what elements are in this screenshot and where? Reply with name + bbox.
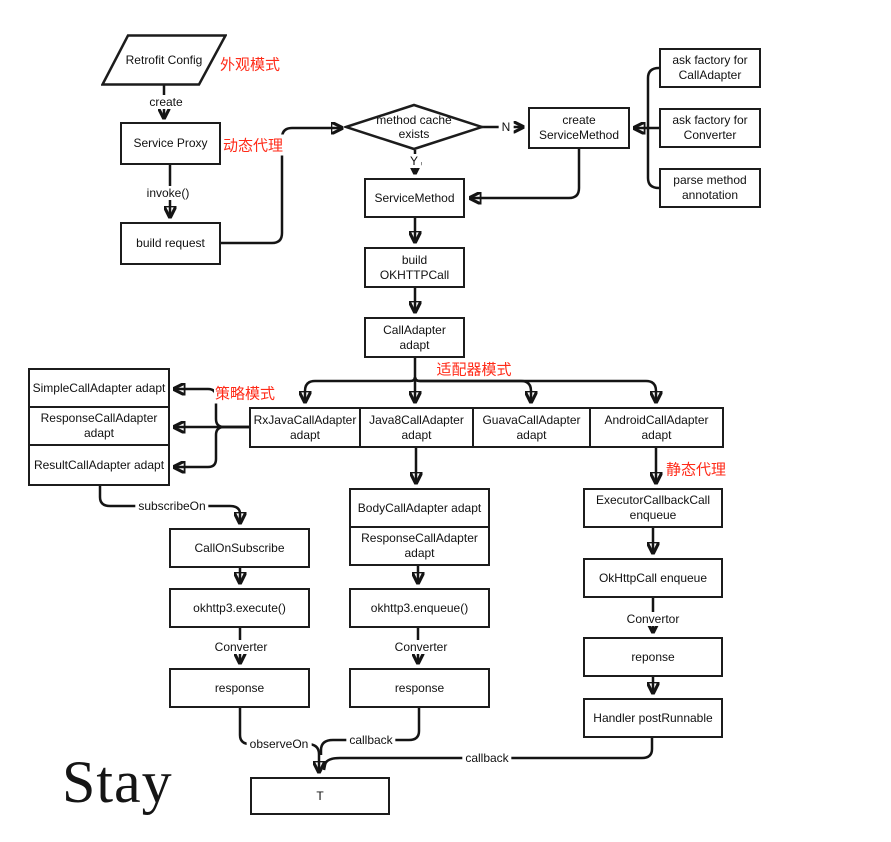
node-call-on-subscribe: CallOnSubscribe — [169, 528, 310, 568]
annotation-static-proxy: 静态代理 — [664, 458, 728, 480]
edge-label-invoke: invoke() — [143, 186, 193, 200]
node-okhttp3-enqueue: okhttp3.enqueue() — [349, 588, 490, 628]
edge-label-callback-mid: callback — [346, 733, 396, 747]
node-android-calladapter: AndroidCallAdapter adapt — [589, 407, 724, 448]
node-okhttp3-execute: okhttp3.execute() — [169, 588, 310, 628]
node-reponse: reponse — [583, 637, 723, 677]
node-guava-calladapter: GuavaCallAdapter adapt — [472, 407, 591, 448]
edge-label-converter-left: Converter — [211, 640, 271, 654]
node-create-service-method: create ServiceMethod — [528, 107, 630, 149]
node-simple-calladapter: SimpleCallAdapter adapt — [28, 368, 170, 408]
node-response-mid: response — [349, 668, 490, 708]
node-service-method: ServiceMethod — [364, 178, 465, 218]
node-ask-factory-converter: ask factory for Converter — [659, 108, 761, 148]
node-label: method cache exists — [376, 112, 452, 141]
edge-label-observeon: observeOn — [246, 737, 312, 751]
node-method-cache-exists: method cache exists — [344, 103, 484, 151]
node-okhttpcall-enqueue: OkHttpCall enqueue — [583, 558, 723, 598]
annotation-facade-pattern: 外观模式 — [218, 53, 282, 75]
annotation-adapter-pattern: 适配器模式 — [435, 358, 513, 380]
edge-label-create: create — [146, 95, 186, 109]
node-rxjava-calladapter: RxJavaCallAdapter adapt — [249, 407, 361, 448]
annotation-strategy-pattern: 策略模式 — [213, 382, 277, 404]
node-label: Retrofit Config — [125, 52, 203, 67]
edge-label-converter-mid: Converter — [391, 640, 451, 654]
node-build-okhttpcall: build OKHTTPCall — [364, 247, 465, 288]
node-parse-method-annotation: parse method annotation — [659, 168, 761, 208]
edge-label-n: N — [498, 120, 514, 134]
node-executor-callback-call: ExecutorCallbackCall enqueue — [583, 488, 723, 528]
edge-label-convertor: Convertor — [623, 612, 683, 626]
edge-label-y: Y — [406, 154, 422, 168]
watermark-stay: Stay — [62, 749, 173, 815]
node-java8-calladapter: Java8CallAdapter adapt — [359, 407, 474, 448]
node-ask-factory-calladapter: ask factory for CallAdapter — [659, 48, 761, 88]
node-t: T — [250, 777, 390, 815]
node-retrofit-config: Retrofit Config — [101, 34, 227, 86]
edge-label-callback-right: callback — [462, 751, 512, 765]
edge-label-subscribeon: subscribeOn — [135, 499, 209, 513]
node-calladapter-adapt: CallAdapter adapt — [364, 317, 465, 358]
node-build-request: build request — [120, 222, 221, 265]
node-response-calladapter-left: ResponseCallAdapter adapt — [28, 406, 170, 446]
node-result-calladapter: ResultCallAdapter adapt — [28, 444, 170, 486]
node-response-calladapter-mid: ResponseCallAdapter adapt — [349, 526, 490, 566]
node-service-proxy: Service Proxy — [120, 122, 221, 165]
node-handler-post-runnable: Handler postRunnable — [583, 698, 723, 738]
node-body-calladapter: BodyCallAdapter adapt — [349, 488, 490, 528]
node-response-left: response — [169, 668, 310, 708]
annotation-dynamic-proxy: 动态代理 — [221, 134, 285, 156]
